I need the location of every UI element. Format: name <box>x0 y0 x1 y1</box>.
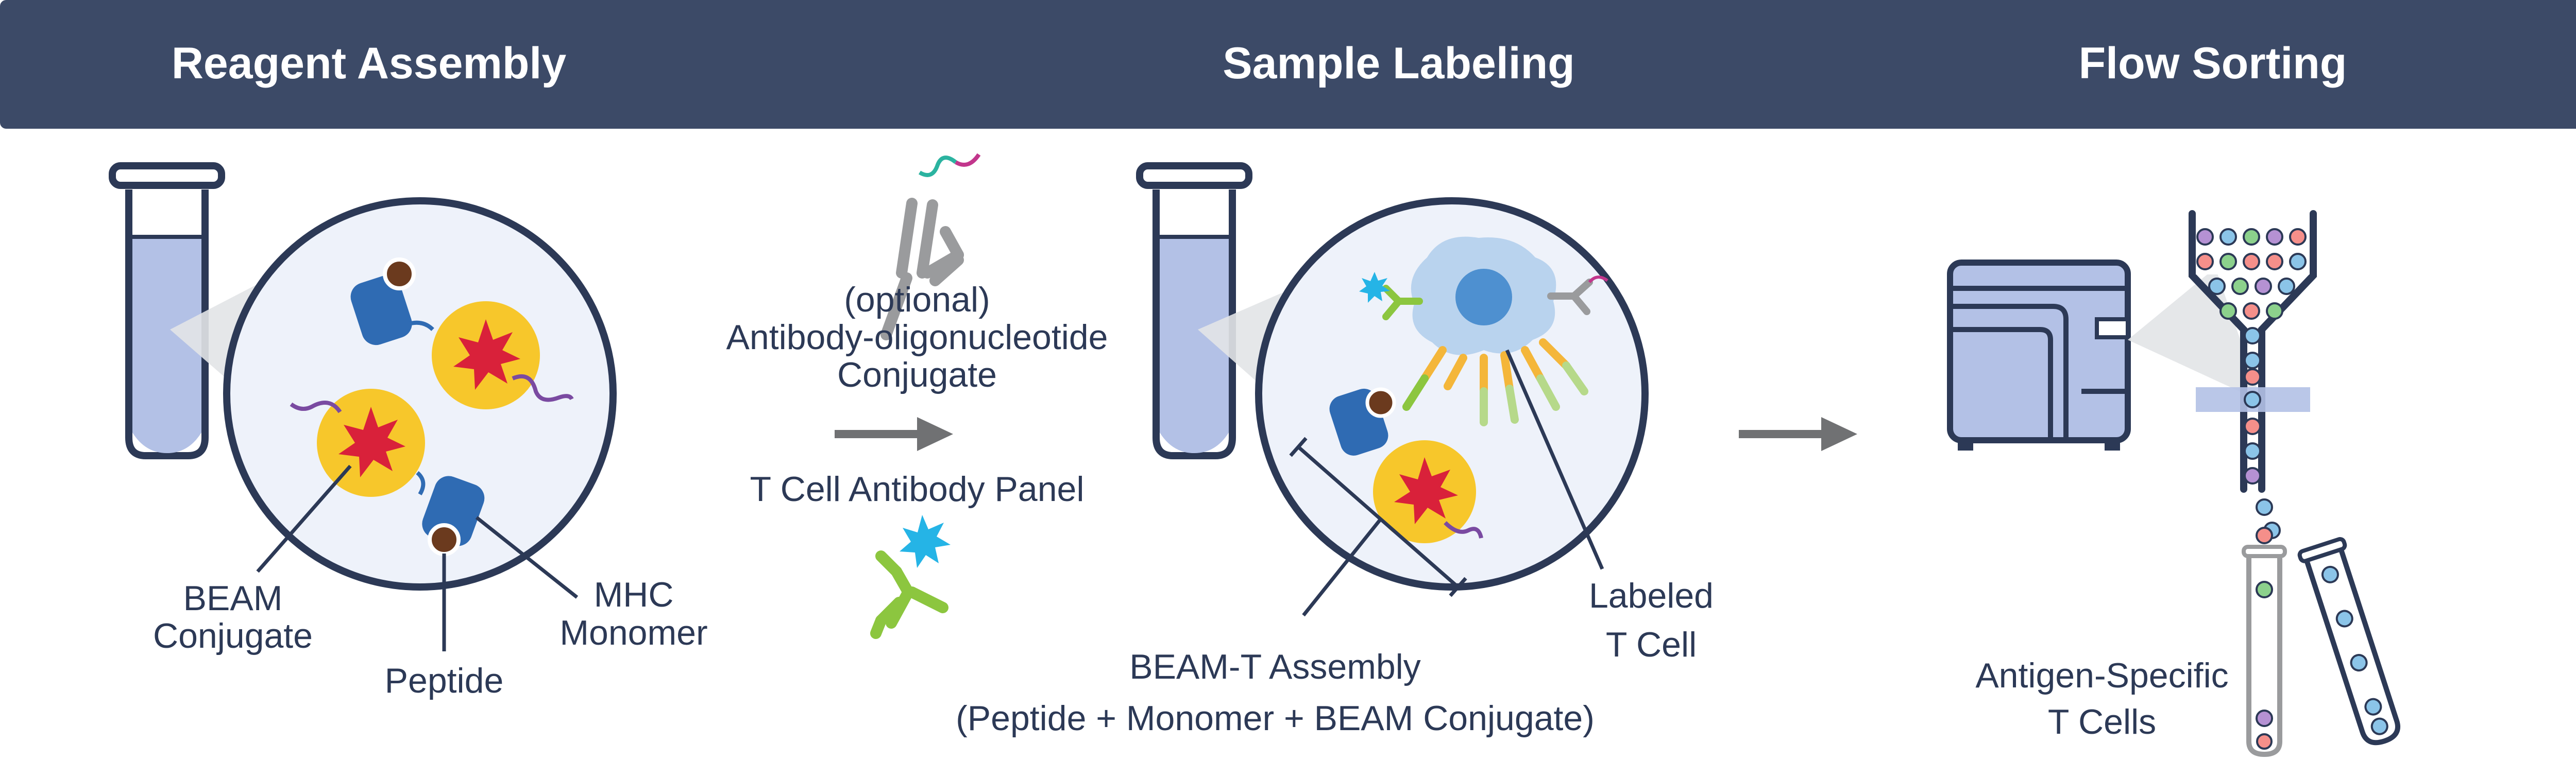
zoom-circle <box>223 197 617 591</box>
zoom-cone-shape-3 <box>2128 268 2262 402</box>
label-beam: BEAM <box>183 579 283 618</box>
beam-t-bracket <box>1289 437 1467 617</box>
label-conjugate-middle: Conjugate <box>837 355 997 394</box>
tcr-receptor-shapes <box>1402 338 1588 426</box>
flow-sorting-panel: Antigen-Specific T Cells <box>1947 210 2400 757</box>
stage-title-sample-labeling: Sample Labeling <box>1223 39 1574 88</box>
stage-title-reagent-assembly: Reagent Assembly <box>172 39 566 88</box>
label-labeled: Labeled <box>1589 576 1714 615</box>
oligo-strand-shape <box>918 156 957 177</box>
label-optional: (optional) <box>844 280 990 319</box>
beam-conjugate-bead-bottom <box>290 389 425 497</box>
stage-title-flow-sorting: Flow Sorting <box>2079 39 2347 88</box>
arrow-icon-1 <box>835 417 953 451</box>
collection-tube-gray-icon <box>2242 545 2287 757</box>
label-t-cell-antibody-panel: T Cell Antibody Panel <box>750 470 1084 509</box>
leader-line-beam <box>256 464 352 573</box>
collection-tube-blue-icon <box>2297 537 2400 746</box>
sample-labeling-panel: BEAM-T Assembly (Peptide + Monomer + BEA… <box>956 162 1714 738</box>
reagents-middle-panel: (optional) Antibody-oligonucleotide Conj… <box>726 153 1108 639</box>
label-t-cells: T Cells <box>2048 702 2156 741</box>
sample-tube-icon <box>1136 162 1252 459</box>
bound-oligo-strand-shape <box>1588 275 1608 284</box>
beam-conjugate-bead-top <box>432 301 574 409</box>
label-antigen-specific: Antigen-Specific <box>1975 656 2228 695</box>
cell-droplets-shape <box>2196 228 2307 544</box>
fluorophore-star-icon <box>900 515 951 568</box>
beam-t-bead-icon <box>1373 440 1483 543</box>
leader-line-mhc <box>475 516 579 599</box>
header-bar: Reagent Assembly Sample Labeling Flow So… <box>0 0 2576 129</box>
label-beam-t-components: (Peptide + Monomer + BEAM Conjugate) <box>956 699 1595 738</box>
label-monomer: Monomer <box>560 613 707 652</box>
t-cell-icon <box>1411 236 1556 355</box>
label-mhc: MHC <box>594 575 674 614</box>
label-antibody-oligonucleotide: Antibody-oligonucleotide <box>726 318 1108 357</box>
label-conjugate: Conjugate <box>153 616 313 655</box>
flow-cytometer-icon <box>1947 260 2131 451</box>
oligo-strand-tip-shape <box>954 153 981 167</box>
bound-antibody-gray-icon <box>1547 279 1593 315</box>
beam-t-mhc-icon <box>1329 387 1396 456</box>
label-peptide: Peptide <box>385 661 504 700</box>
label-beam-t-assembly: BEAM-T Assembly <box>1129 647 1421 686</box>
mhc-monomer-icon-top <box>350 257 434 346</box>
arrow-icon-2 <box>1739 417 1857 451</box>
oligo-antibody-icon <box>880 198 964 340</box>
reagent-tube-icon <box>109 162 225 459</box>
t-cell-antibody-icon <box>870 550 948 639</box>
bound-fluorophore-star-icon <box>1359 272 1390 303</box>
reagent-assembly-panel: BEAM Conjugate Peptide MHC Monomer <box>109 162 708 700</box>
mhc-monomer-icon-bottom <box>416 471 485 556</box>
label-t-cell: T Cell <box>1606 625 1697 664</box>
leader-line-labeled-t-cell <box>1505 349 1604 570</box>
